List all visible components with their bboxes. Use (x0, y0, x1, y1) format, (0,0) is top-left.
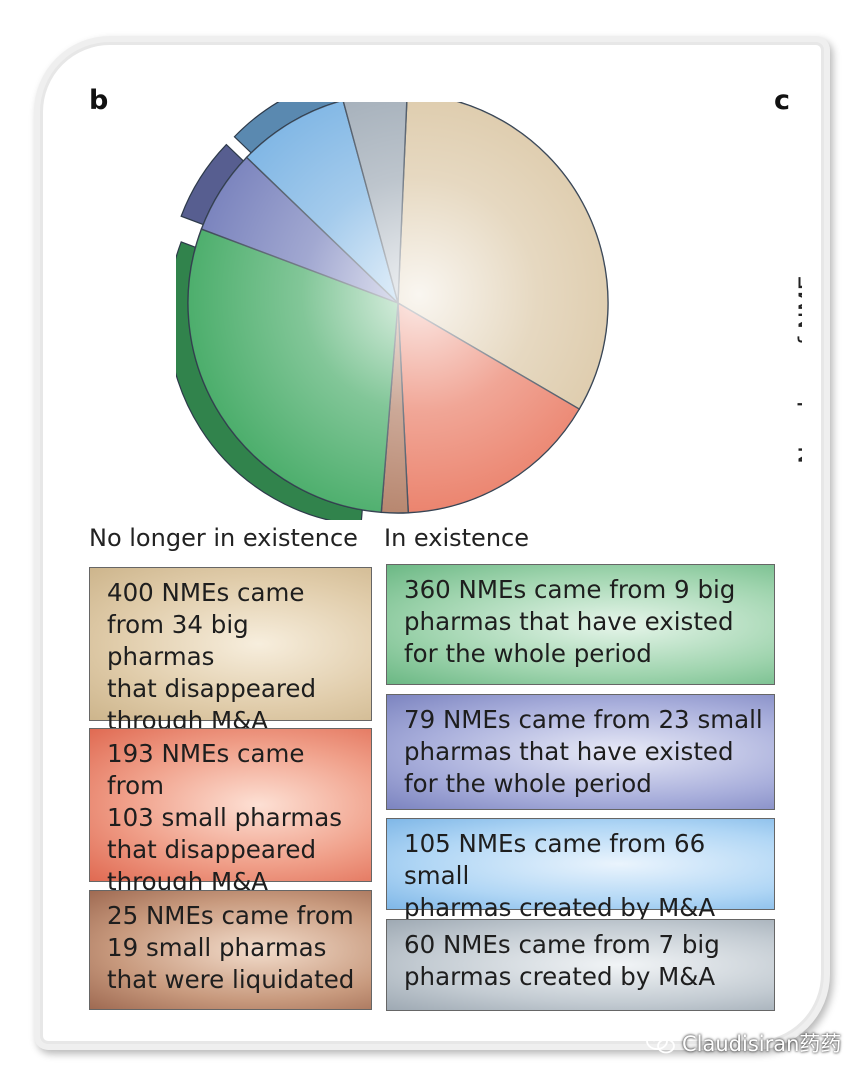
legend-box-400: 400 NMEs came from 34 big pharmas that d… (89, 567, 372, 735)
legend-box-360: 360 NMEs came from 9 big pharmas that ha… (386, 564, 775, 685)
y-axis-label: Number of NMEs (794, 262, 802, 464)
legend-box-25: 25 NMEs came from 19 small pharmas that … (89, 890, 372, 1010)
watermark: Claudisiran药药 (646, 1028, 841, 1058)
legend-text-105: 105 NMEs came from 66 small pharmas crea… (404, 829, 716, 922)
wechat-icon (646, 1032, 675, 1054)
legend-text-79: 79 NMEs came from 23 small pharmas that … (404, 705, 763, 798)
legend-text-360: 360 NMEs came from 9 big pharmas that ha… (404, 575, 736, 668)
legend-box-193: 193 NMEs came from 103 small pharmas tha… (89, 728, 372, 896)
legend-text-25: 25 NMEs came from 19 small pharmas that … (107, 901, 355, 994)
legend-text-60: 60 NMEs came from 7 big pharmas created … (404, 930, 720, 991)
legend-box-60: 60 NMEs came from 7 big pharmas created … (386, 919, 775, 1011)
legend-box-79: 79 NMEs came from 23 small pharmas that … (386, 694, 775, 810)
panel-label-c: c (774, 85, 791, 116)
panel-label-b: b (89, 85, 109, 116)
legend-group-in-existence: In existence (384, 524, 529, 552)
figure-panel: b c No longer in existence In existence … (82, 64, 802, 1019)
legend-box-105: 105 NMEs came from 66 small pharmas crea… (386, 818, 775, 922)
watermark-text: Claudisiran药药 (682, 1032, 842, 1056)
legend-text-193: 193 NMEs came from 103 small pharmas tha… (107, 739, 342, 896)
legend-text-400: 400 NMEs came from 34 big pharmas that d… (107, 578, 317, 735)
pie-chart (176, 102, 609, 520)
legend-group-no-longer: No longer in existence (89, 524, 358, 552)
